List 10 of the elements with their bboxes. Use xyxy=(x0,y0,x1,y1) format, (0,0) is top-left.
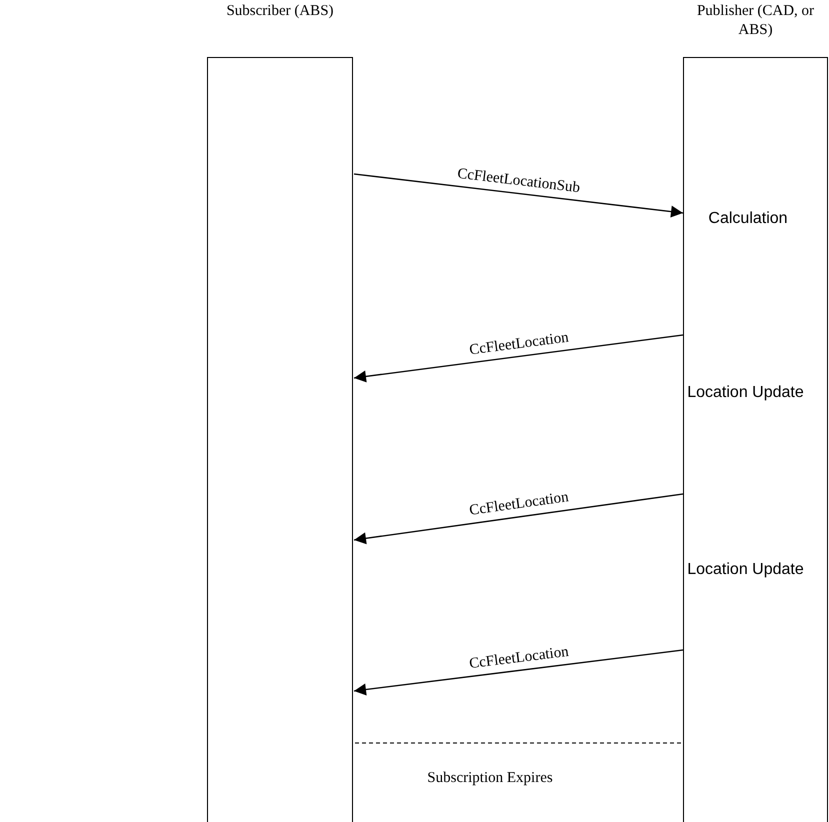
message-arrow xyxy=(354,334,684,382)
activity-text: Location Update xyxy=(686,383,805,403)
activity-text: Calculation xyxy=(707,209,789,229)
lifeline-heading: Publisher (CAD, or ABS) xyxy=(696,2,816,40)
note-text: Subscription Expires xyxy=(426,769,554,788)
activity-text: Location Update xyxy=(686,560,805,580)
message-arrow xyxy=(354,173,684,218)
message-arrow xyxy=(354,493,684,544)
message-arrow xyxy=(354,649,684,696)
lifeline-heading: Subscriber (ABS) xyxy=(225,2,335,21)
